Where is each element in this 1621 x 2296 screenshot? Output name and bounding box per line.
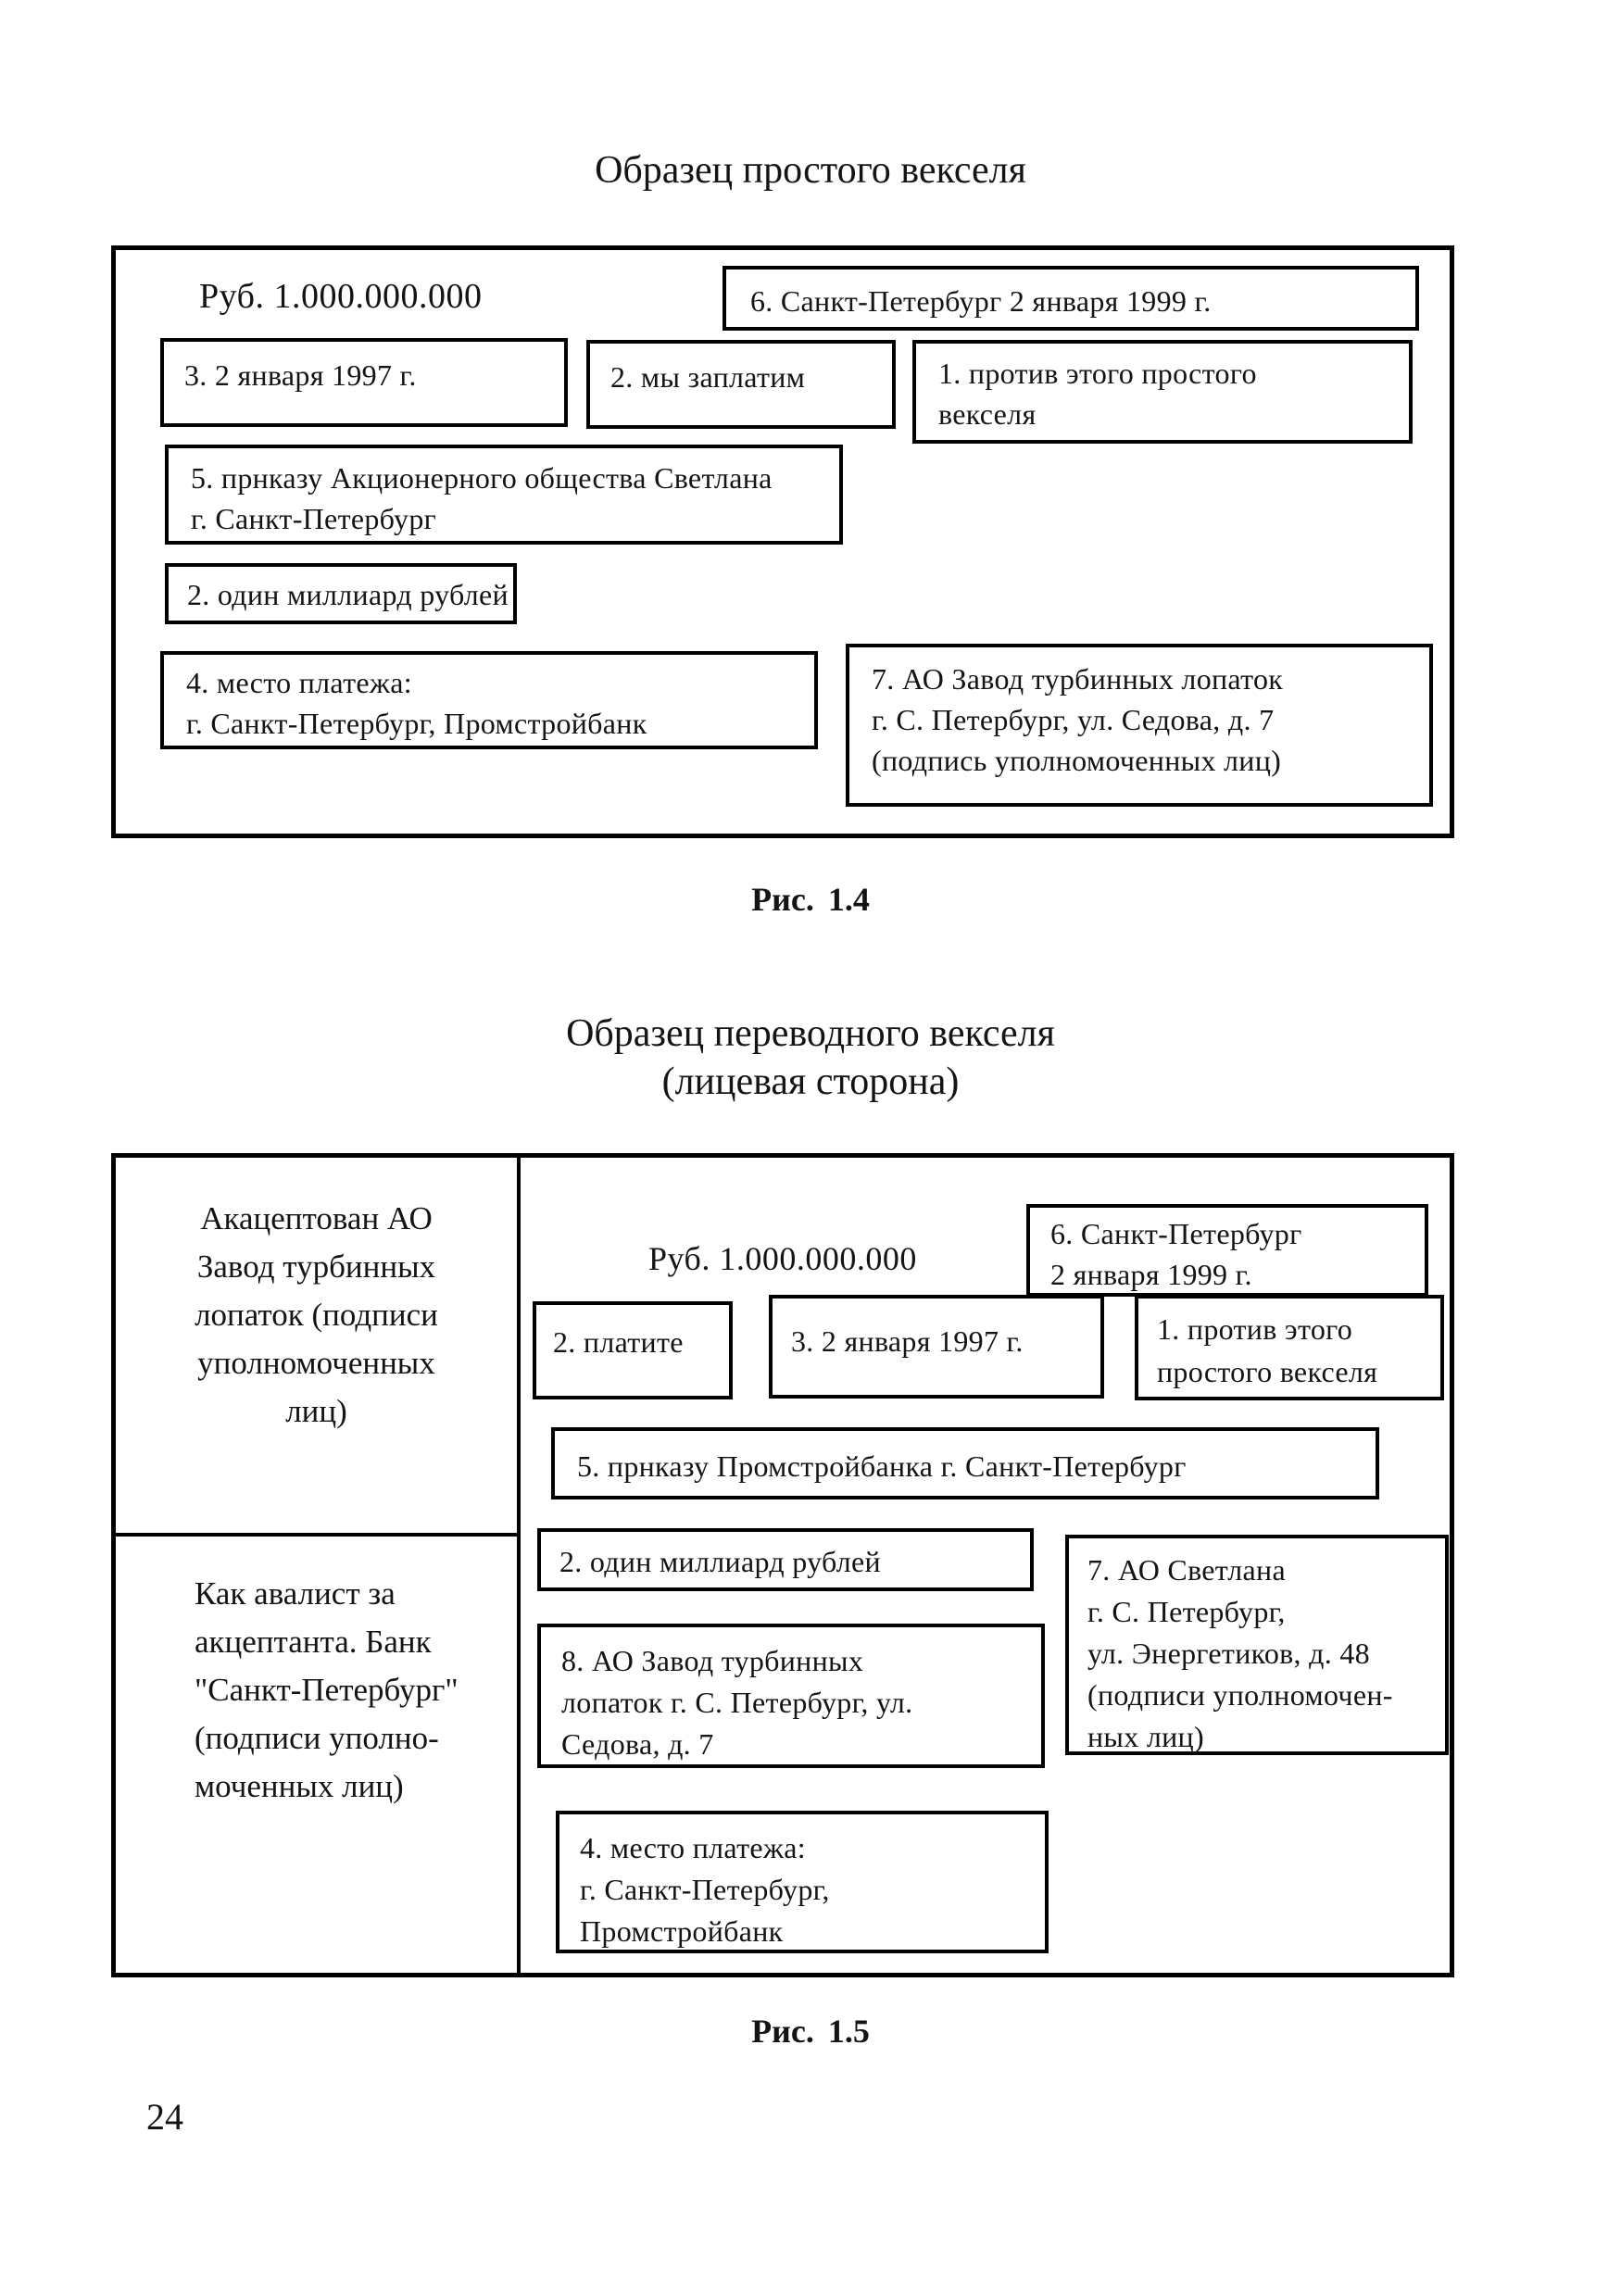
text-line: уполномоченных — [197, 1345, 435, 1381]
text-line: г. С. Петербург, — [1087, 1595, 1286, 1628]
text-line: (подписи уполномочен- — [1087, 1678, 1393, 1712]
text-line: 6. Санкт-Петербург 2 января 1999 г. — [750, 284, 1212, 318]
text-line: лопаток г. С. Петербург, ул. — [561, 1686, 913, 1719]
text-line: г. Санкт-Петербург, Промстройбанк — [186, 707, 647, 740]
text-line: 7. АО Светлана — [1087, 1553, 1286, 1587]
figure2-title: Образец переводного векселя (лицевая сто… — [0, 1010, 1621, 1106]
aval-cell: Как авалист за акцептанта. Банк "Санкт-П… — [116, 1537, 517, 1811]
field-2-pay-order: 2. платите — [533, 1301, 733, 1399]
field-5-order-clause-f2: 5. прнказу Промстройбанка г. Санкт-Петер… — [551, 1427, 1379, 1499]
text-line: 4. место платежа: — [186, 666, 412, 699]
text-line: г. Санкт-Петербург, — [580, 1873, 830, 1906]
field-1-against-note: 1. против этого простого векселя — [912, 340, 1413, 444]
text-line: "Санкт-Петербург" — [195, 1672, 459, 1708]
field-sum-figures-f2: Руб. 1.000.000.000 — [648, 1240, 917, 1277]
text-line: акцептанта. Банк — [195, 1624, 432, 1660]
field-7-drawer-details: 7. АО Завод турбинных лопаток г. С. Пете… — [846, 644, 1433, 807]
figure1-frame: Руб. 1.000.000.000 6. Санкт-Петербург 2 … — [111, 245, 1454, 838]
figure1-caption: Рис. 1.4 — [751, 881, 870, 918]
text-line: г. С. Петербург, ул. Седова, д. 7 — [872, 703, 1275, 736]
field-4-place-of-payment: 4. место платежа: г. Санкт-Петербург, Пр… — [160, 651, 818, 749]
field-6-place-and-date: 6. Санкт-Петербург 2 января 1999 г. — [723, 266, 1419, 331]
field-2-payment-promise: 2. мы заплатим — [586, 340, 896, 429]
text-line: моченных лиц) — [195, 1768, 404, 1804]
text-line: 3. 2 января 1997 г. — [791, 1324, 1024, 1358]
text-line: простого векселя — [1157, 1355, 1378, 1388]
figure2-left-column: Акацептован АО Завод турбинных лопаток (… — [116, 1158, 521, 1973]
text-line: 1. против этого — [1157, 1312, 1353, 1346]
text-line: Промстройбанк — [580, 1914, 784, 1948]
text-line: Завод турбинных — [196, 1248, 436, 1285]
figure2-frame: Акацептован АО Завод турбинных лопаток (… — [111, 1153, 1454, 1977]
field-2-sum-in-words: 2. один миллиард рублей — [165, 563, 517, 624]
field-1-against-note-f2: 1. против этого простого векселя — [1135, 1295, 1444, 1400]
text-line: 5. прнказу Промстройбанка г. Санкт-Петер… — [577, 1449, 1187, 1483]
text-line: лиц) — [285, 1393, 347, 1429]
text-line: 2 января 1999 г. — [1050, 1258, 1252, 1291]
text-line: 2. один миллиард рублей — [559, 1545, 881, 1578]
field-2-sum-in-words-f2: 2. один миллиард рублей — [537, 1528, 1034, 1591]
text-line: векселя — [938, 397, 1037, 431]
text-line: Акацептован АО — [200, 1200, 433, 1236]
page-number: 24 — [146, 2096, 183, 2138]
text-line: 2. платите — [553, 1325, 684, 1359]
text-line: ул. Энергетиков, д. 48 — [1087, 1637, 1370, 1670]
field-6-place-and-date-f2: 6. Санкт-Петербург 2 января 1999 г. — [1026, 1204, 1428, 1297]
text-line: Седова, д. 7 — [561, 1727, 714, 1761]
field-sum-figures: Руб. 1.000.000.000 — [199, 277, 483, 316]
acceptance-cell: Акацептован АО Завод турбинных лопаток (… — [116, 1158, 517, 1537]
field-3-date-of-issue: 3. 2 января 1997 г. — [160, 338, 568, 427]
text-line: 7. АО Завод турбинных лопаток — [872, 662, 1284, 696]
text-line: Как авалист за — [195, 1575, 396, 1612]
text-line: (подпись уполномоченных лиц) — [872, 744, 1282, 777]
text-line: 6. Санкт-Петербург — [1050, 1217, 1302, 1250]
field-5-order-clause: 5. прнказу Акционерного общества Светлан… — [165, 445, 843, 545]
text-line: 2. мы заплатим — [610, 360, 806, 394]
field-8-payer-details: 8. АО Завод турбинных лопаток г. С. Пете… — [537, 1624, 1045, 1768]
text-line: (подписи уполно- — [195, 1720, 439, 1756]
figure2-title-line2: (лицевая сторона) — [661, 1060, 960, 1103]
text-line: ных лиц) — [1087, 1720, 1204, 1753]
field-7-drawee-details: 7. АО Светлана г. С. Петербург, ул. Энер… — [1065, 1535, 1449, 1755]
text-line: 4. место платежа: — [580, 1831, 806, 1864]
figure1-title: Образец простого векселя — [595, 149, 1026, 192]
text-line: 3. 2 января 1997 г. — [184, 358, 417, 392]
text-line: г. Санкт-Петербург — [191, 502, 437, 535]
text-line: 5. прнказу Акционерного общества Светлан… — [191, 461, 773, 495]
text-line: 2. один миллиард рублей — [187, 578, 509, 611]
field-4-place-of-payment-f2: 4. место платежа: г. Санкт-Петербург, Пр… — [556, 1811, 1049, 1953]
text-line: 8. АО Завод турбинных — [561, 1644, 864, 1677]
text-line: лопаток (подписи — [195, 1297, 438, 1333]
figure2-caption: Рис. 1.5 — [751, 2013, 870, 2050]
figure2-title-line1: Образец переводного векселя — [566, 1012, 1055, 1055]
text-line: 1. против этого простого — [938, 357, 1257, 390]
field-3-date-of-issue-f2: 3. 2 января 1997 г. — [769, 1295, 1104, 1399]
